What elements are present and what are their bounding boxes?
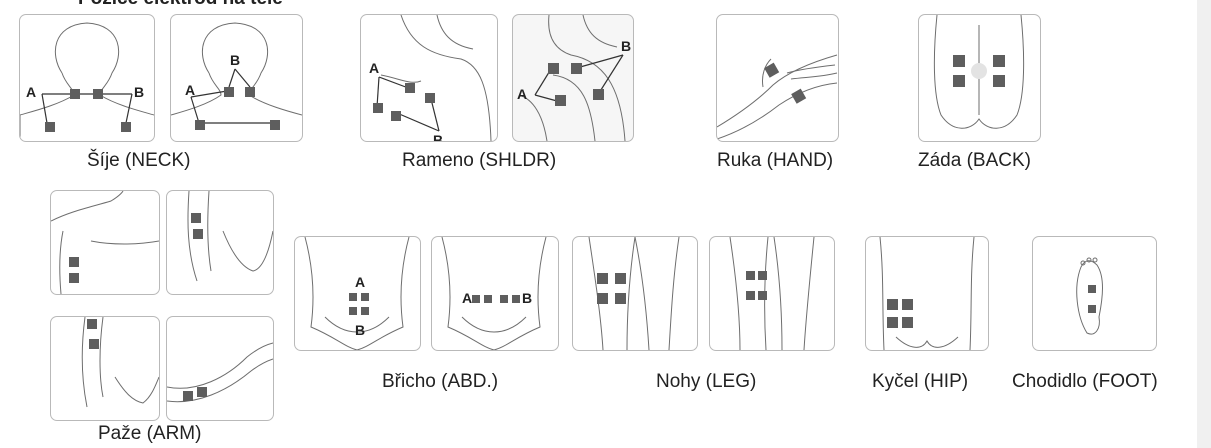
shoulder-diagram-1: A B xyxy=(360,14,498,142)
label-a: A xyxy=(26,84,36,100)
label-b: B xyxy=(134,84,144,100)
abdomen-diagram-1: A B xyxy=(294,236,421,351)
arm-diagram-4 xyxy=(166,316,274,421)
caption-foot: Chodidlo (FOOT) xyxy=(1012,371,1158,393)
scrollbar-track xyxy=(1197,0,1211,448)
abdomen-diagram-2: A B xyxy=(431,236,559,351)
arm-diagram-3 xyxy=(50,316,160,421)
page-heading: Pozice elektrod na těle xyxy=(78,0,283,10)
back-diagram xyxy=(918,14,1041,142)
caption-hand: Ruka (HAND) xyxy=(717,150,833,172)
leg-diagram-2 xyxy=(709,236,835,351)
label-b: B xyxy=(621,38,631,54)
caption-neck: Šíje (NECK) xyxy=(87,150,190,172)
hand-diagram xyxy=(716,14,839,142)
label-a: A xyxy=(355,274,365,290)
neck-diagram-1: A B xyxy=(19,14,155,142)
label-b: B xyxy=(433,132,443,141)
label-a: A xyxy=(462,290,472,306)
label-b: B xyxy=(230,52,240,68)
neck-diagram-2: A B xyxy=(170,14,303,142)
label-a: A xyxy=(517,86,527,102)
caption-back: Záda (BACK) xyxy=(918,150,1031,172)
caption-hip: Kyčel (HIP) xyxy=(872,371,968,393)
label-b: B xyxy=(522,290,532,306)
foot-diagram xyxy=(1032,236,1157,351)
hip-diagram xyxy=(865,236,989,351)
caption-shoulder: Rameno (SHLDR) xyxy=(402,150,556,172)
arm-diagram-2 xyxy=(166,190,274,295)
leg-diagram-1 xyxy=(572,236,698,351)
caption-leg: Nohy (LEG) xyxy=(656,371,756,393)
arm-diagram-1 xyxy=(50,190,160,295)
caption-abdomen: Břicho (ABD.) xyxy=(382,371,498,393)
label-a: A xyxy=(185,82,195,98)
shoulder-diagram-2: A B xyxy=(512,14,634,142)
label-b: B xyxy=(355,322,365,338)
caption-arm: Paže (ARM) xyxy=(98,423,201,445)
label-a: A xyxy=(369,60,379,76)
